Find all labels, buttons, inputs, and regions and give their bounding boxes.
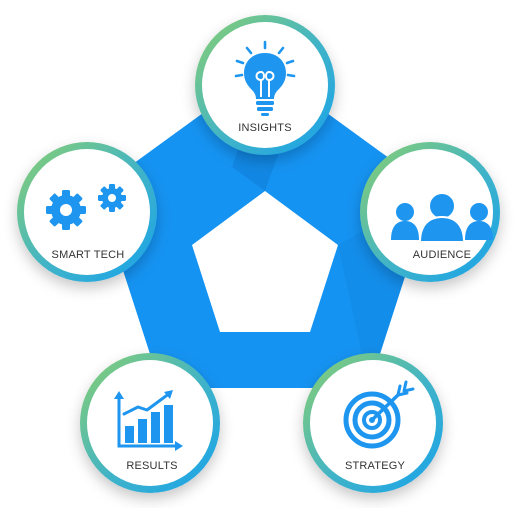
lightbulb-icon [234,40,296,116]
node-label-insights: INSIGHTS [238,122,292,134]
node-results [80,353,220,493]
people-icon [391,192,493,243]
node-strategy [303,353,443,493]
node-label-results: RESULTS [126,460,177,472]
node-label-smart-tech: SMART TECH [52,249,125,261]
node-label-audience: AUDIENCE [413,249,471,261]
gears-icon [46,184,126,230]
node-label-strategy: STRATEGY [345,460,406,472]
node-smart-tech [17,142,157,282]
bar-chart-icon [114,390,183,451]
target-icon [343,380,415,449]
